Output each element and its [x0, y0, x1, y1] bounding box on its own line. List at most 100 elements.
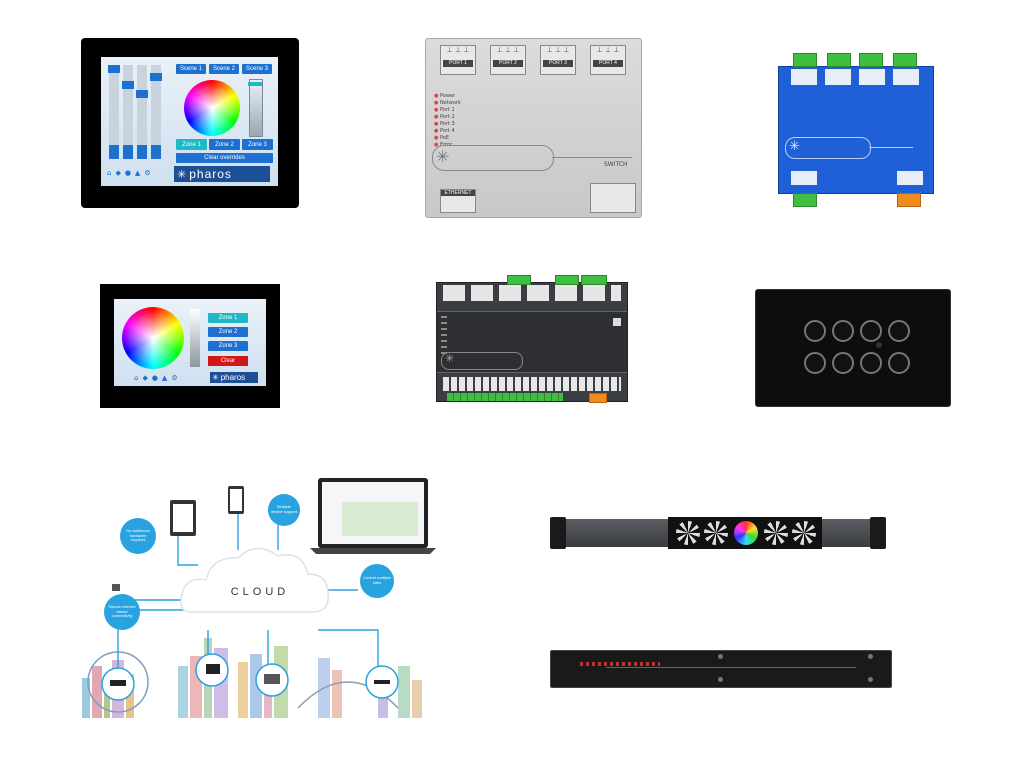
- screw: [718, 677, 723, 682]
- scene-button: Scene 3: [242, 64, 272, 74]
- logo-icon: ✳: [212, 373, 219, 382]
- rack-unit-flat: [550, 650, 892, 688]
- brightness-handle: [248, 82, 262, 86]
- led-column: [441, 316, 447, 356]
- terminal-block: [893, 53, 917, 67]
- fader-handle: [108, 65, 120, 73]
- info-bubble: Secure internet based connectivity: [104, 594, 140, 630]
- port-connector-icons: ⊥ ⊥ ⊥: [446, 46, 470, 54]
- port-connector-icons: ⊥ ⊥ ⊥: [596, 46, 620, 54]
- zone-button: Zone 3: [208, 341, 248, 351]
- terminal-block: [897, 193, 921, 207]
- terminal-block: [859, 53, 883, 67]
- scene-button: Scene 2: [209, 64, 239, 74]
- fader-handle: [122, 81, 134, 89]
- fader-handle: [136, 90, 148, 98]
- port-strip: ⊥ ⊥ ⊥ PORT 1 ⊥ ⊥ ⊥ PORT 2 ⊥ ⊥ ⊥ PORT 3 ⊥…: [438, 43, 628, 77]
- cloud-diagram-svg: [82, 478, 436, 718]
- ethernet-label: ETHERNET: [441, 190, 475, 196]
- clear-overrides-button: Clear overrides: [176, 153, 273, 163]
- brightness-bar: [249, 79, 263, 137]
- fader-handle: [150, 73, 162, 81]
- logo-text: pharos: [220, 373, 246, 382]
- usb-port: [613, 318, 621, 326]
- terminal-block: [589, 393, 607, 403]
- port-connector-icons: ⊥ ⊥ ⊥: [546, 46, 570, 54]
- front-panel: ✳: [437, 311, 627, 373]
- zone-button: Zone 1: [208, 313, 248, 323]
- fan-panel: [668, 517, 822, 549]
- brand-line: [869, 147, 913, 148]
- screw: [718, 654, 723, 659]
- cloud-label: CLOUD: [230, 586, 290, 598]
- panel-button: [860, 320, 882, 342]
- led-label: ● Port 3: [434, 121, 455, 127]
- fader-track: [123, 65, 133, 153]
- brand-pill: [441, 352, 523, 370]
- port-label: PORT 2: [493, 60, 523, 67]
- info-bubble: Multiple device support: [268, 494, 300, 526]
- zone-button: Zone 2: [208, 327, 248, 337]
- status-text: [580, 662, 660, 666]
- fan: [764, 521, 788, 545]
- port-block: ⊥ ⊥ ⊥ PORT 2: [490, 45, 526, 75]
- touch-panel-large: Scene 1 Scene 2 Scene 3 Zone 1 Zone 2 Zo…: [81, 38, 299, 208]
- lpc-switch-device: ⊥ ⊥ ⊥ PORT 1 ⊥ ⊥ ⊥ PORT 2 ⊥ ⊥ ⊥ PORT 3 ⊥…: [425, 38, 642, 218]
- panel-button: [804, 320, 826, 342]
- power-block: [590, 183, 636, 213]
- logo-icon: ✳: [177, 168, 187, 181]
- fader-buttons: [109, 145, 161, 159]
- color-wheel: [184, 80, 240, 136]
- ethernet-block: ETHERNET: [440, 189, 476, 213]
- cloud-diagram: CLOUD No additional hardware required Mu…: [78, 470, 442, 718]
- brand-pill: [785, 137, 871, 159]
- brand-line: [552, 157, 632, 158]
- led-label: ● Port 1: [434, 107, 455, 113]
- color-wheel: [122, 307, 184, 369]
- port-label: PORT 3: [543, 60, 573, 67]
- led-list: ● Power ● Network ● Port 1 ● Port 2 ● Po…: [434, 93, 474, 149]
- pharos-icon: ✳: [789, 138, 800, 153]
- zone-button: Zone 3: [242, 139, 273, 150]
- color-badge: [734, 521, 758, 545]
- port-block: ⊥ ⊥ ⊥ PORT 1: [440, 45, 476, 75]
- fan: [676, 521, 700, 545]
- info-bubble: Control multiple sites: [360, 564, 394, 598]
- lock-icon: [112, 584, 120, 591]
- panel-button: [860, 352, 882, 374]
- input-row: [791, 69, 921, 85]
- port-block: ⊥ ⊥ ⊥ PORT 3: [540, 45, 576, 75]
- info-bubble: No additional hardware required: [120, 518, 156, 554]
- ir-sensor: [876, 342, 882, 348]
- touch-panel-screen: Zone 1 Zone 2 Zone 3 Clear ⌂◆●▲⚙ ✳ pharo…: [114, 299, 266, 386]
- device-glyph: [206, 664, 220, 674]
- panel-button: [888, 320, 910, 342]
- screw: [868, 654, 873, 659]
- terminal-block: [581, 275, 607, 285]
- fader-track: [109, 65, 119, 153]
- logo: ✳ pharos: [210, 372, 258, 383]
- nav-icons: ⌂◆●▲⚙: [134, 374, 182, 382]
- bottom-panel: [443, 377, 621, 391]
- port-connector-icons: ⊥ ⊥ ⊥: [496, 46, 520, 54]
- rack-ear: [870, 517, 886, 549]
- scene-button: Scene 1: [176, 64, 206, 74]
- fan: [792, 521, 816, 545]
- terminal-block: [793, 193, 817, 207]
- port-label: PORT 1: [443, 60, 473, 67]
- cloud-shape: [180, 547, 329, 613]
- led-label: ● Port 4: [434, 128, 455, 134]
- fan: [704, 521, 728, 545]
- led-label: ● Port 2: [434, 114, 455, 120]
- blue-expander-device: ✳: [778, 53, 934, 207]
- panel-button: [832, 352, 854, 374]
- top-panel: [443, 285, 621, 301]
- led-label: ● PoE: [434, 135, 450, 141]
- led-label: ● Network: [434, 100, 461, 106]
- pharos-icon: ✳: [436, 149, 450, 166]
- clear-button: Clear: [208, 356, 248, 366]
- device-name: SWITCH: [604, 161, 628, 168]
- terminal-block: [507, 275, 531, 285]
- rack-ear: [550, 517, 566, 549]
- panel-button: [888, 352, 910, 374]
